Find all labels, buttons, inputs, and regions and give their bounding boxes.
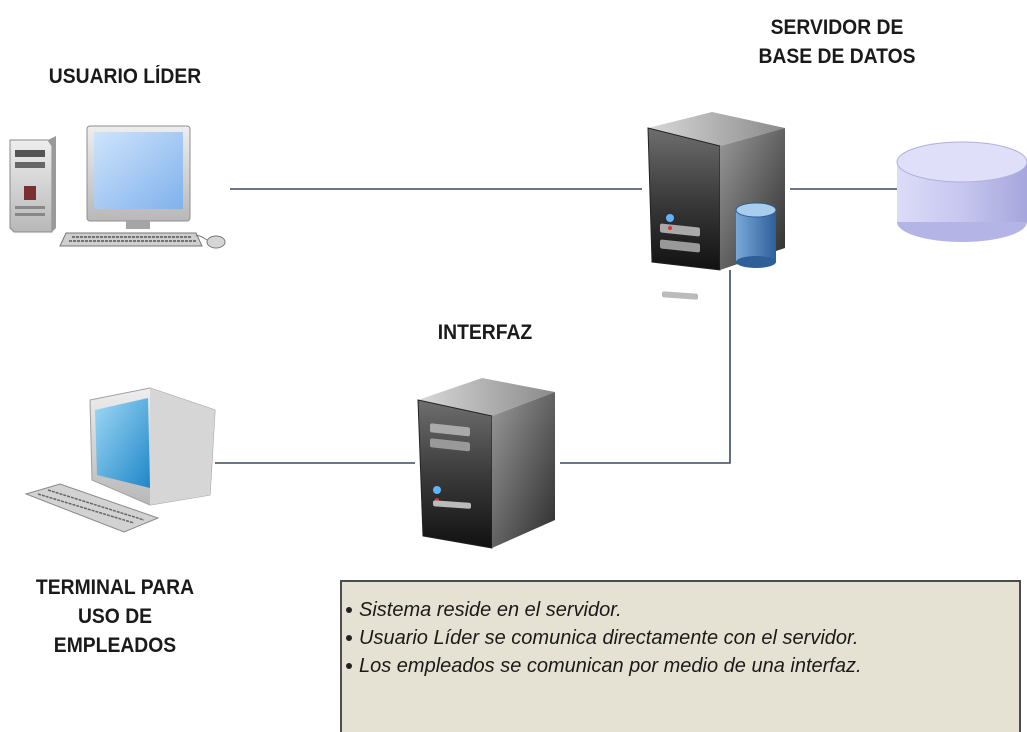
note-text: Los empleados se comunican por medio de … [359,655,862,677]
notes-box: Sistema reside en el servidor. Usuario L… [340,580,1021,732]
note-item: Usuario Líder se comunica directamente c… [346,624,1019,652]
terminal-label-line-3: EMPLEADOS [53,634,177,657]
connector-interface-to-server [560,270,731,464]
servidor-base-datos-label: SERVIDOR DE BASE DE DATOS [722,13,952,71]
note-item: Los empleados se comunican por medio de … [346,652,1019,680]
database-icon [896,141,1027,242]
interfaz-label-line: INTERFAZ [437,321,533,344]
usuario-lider-label-line: USUARIO LÍDER [48,65,202,88]
notes-list: Sistema reside en el servidor. Usuario L… [346,596,1019,680]
servidor-label-line-1: SERVIDOR DE [770,16,904,39]
mini-database-icon [735,202,777,268]
note-item: Sistema reside en el servidor. [346,596,1019,624]
server-icon [647,112,785,300]
terminal-label: TERMINAL PARA USO DE EMPLEADOS [9,573,221,660]
bullet-icon [346,606,352,613]
bullet-icon [346,634,352,641]
usuario-lider-label: USUARIO LÍDER [24,62,226,91]
terminal-label-line-2: USO DE [77,605,153,628]
terminal-computer-icon [24,387,216,533]
note-text: Sistema reside en el servidor. [359,599,622,621]
servidor-label-line-2: BASE DE DATOS [758,45,916,68]
bullet-icon [346,662,352,669]
interfaz-label: INTERFAZ [407,318,563,347]
connectors [215,188,897,464]
interface-server-icon [417,378,555,549]
note-text: Usuario Líder se comunica directamente c… [359,627,859,649]
desktop-computer-icon [9,125,226,249]
terminal-label-line-1: TERMINAL PARA [35,576,195,599]
